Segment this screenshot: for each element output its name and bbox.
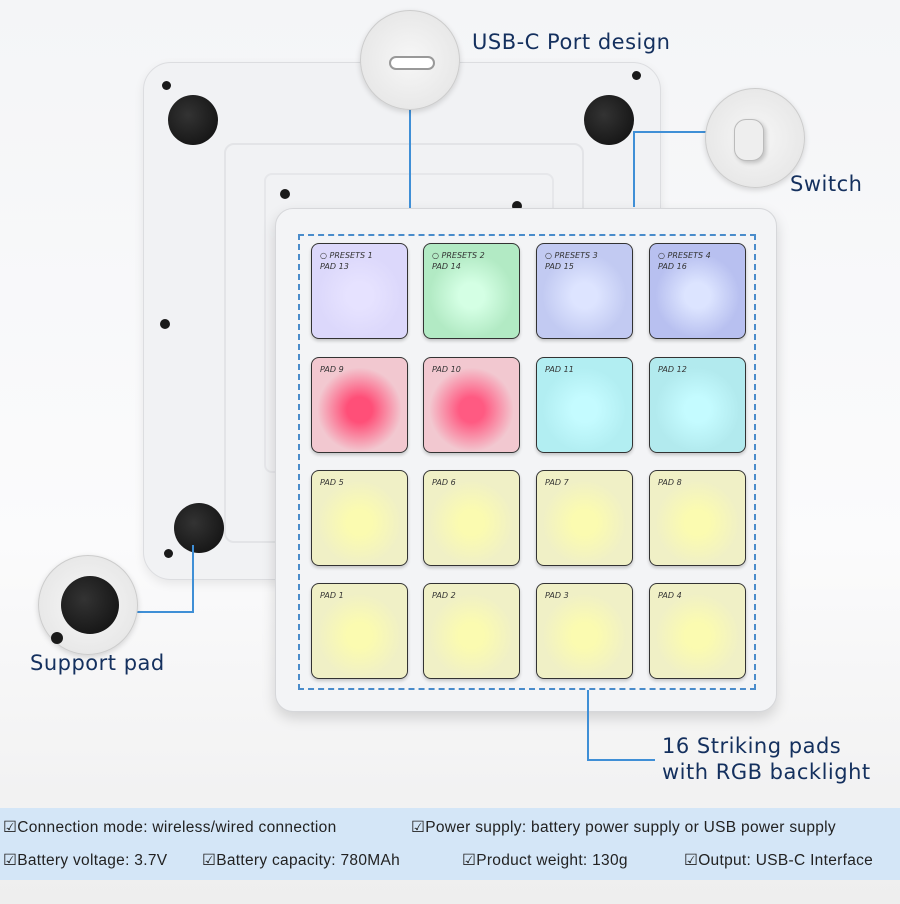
spec-output: ☑Output: USB-C Interface bbox=[684, 852, 874, 869]
pad-label: PAD 12 bbox=[658, 365, 687, 374]
preset-label: ○ PRESETS 4 bbox=[658, 251, 711, 260]
pad-pad-11[interactable]: PAD 11 bbox=[536, 357, 633, 453]
pad-pad-4[interactable]: PAD 4 bbox=[649, 583, 746, 679]
pad-pad-5[interactable]: PAD 5 bbox=[311, 470, 408, 566]
preset-label: ○ PRESETS 2 bbox=[432, 251, 485, 260]
pad-pad-15[interactable]: ○ PRESETS 3 PAD 15 bbox=[536, 243, 633, 339]
spec-weight: ☑Product weight: 130g bbox=[462, 852, 628, 869]
pad-label: PAD 4 bbox=[658, 591, 682, 600]
switch-callout bbox=[705, 88, 805, 188]
pad-label: PAD 8 bbox=[658, 478, 682, 487]
pad-pad-1[interactable]: PAD 1 bbox=[311, 583, 408, 679]
pad-pad-10[interactable]: PAD 10 bbox=[423, 357, 520, 453]
pad-label: PAD 11 bbox=[545, 365, 574, 374]
pad-label: PAD 15 bbox=[545, 262, 574, 271]
switch-label: Switch bbox=[790, 172, 863, 196]
pad-label: PAD 14 bbox=[432, 262, 461, 271]
spec-connection: ☑Connection mode: wireless/wired connect… bbox=[3, 819, 337, 836]
pad-pad-3[interactable]: PAD 3 bbox=[536, 583, 633, 679]
spec-power: ☑Power supply: battery power supply or U… bbox=[411, 819, 836, 836]
preset-label: ○ PRESETS 1 bbox=[320, 251, 373, 260]
pad-label: PAD 9 bbox=[320, 365, 344, 374]
spec-voltage: ☑Battery voltage: 3.7V bbox=[3, 852, 168, 869]
rubber-foot bbox=[168, 95, 218, 145]
spec-capacity: ☑Battery capacity: 780MAh bbox=[202, 852, 401, 869]
pad-label: PAD 5 bbox=[320, 478, 344, 487]
pad-area-outline bbox=[298, 234, 756, 690]
pads-label-2: with RGB backlight bbox=[662, 760, 871, 784]
usb-port-callout bbox=[360, 10, 460, 110]
pad-pad-6[interactable]: PAD 6 bbox=[423, 470, 520, 566]
pad-label: PAD 7 bbox=[545, 478, 569, 487]
pads-label-1: 16 Striking pads bbox=[662, 734, 842, 758]
pad-pad-14[interactable]: ○ PRESETS 2 PAD 14 bbox=[423, 243, 520, 339]
pad-label: PAD 1 bbox=[320, 591, 344, 600]
pad-label: PAD 16 bbox=[658, 262, 687, 271]
pad-label: PAD 13 bbox=[320, 262, 349, 271]
spec-band: ☑Connection mode: wireless/wired connect… bbox=[0, 808, 900, 880]
usb-port-label: USB-C Port design bbox=[472, 30, 671, 54]
pad-pad-7[interactable]: PAD 7 bbox=[536, 470, 633, 566]
rubber-foot bbox=[174, 503, 224, 553]
pad-label: PAD 3 bbox=[545, 591, 569, 600]
pad-pad-16[interactable]: ○ PRESETS 4 PAD 16 bbox=[649, 243, 746, 339]
pad-label: PAD 2 bbox=[432, 591, 456, 600]
support-pad-label: Support pad bbox=[30, 651, 165, 675]
pad-pad-13[interactable]: ○ PRESETS 1 PAD 13 bbox=[311, 243, 408, 339]
pad-pad-2[interactable]: PAD 2 bbox=[423, 583, 520, 679]
pad-label: PAD 10 bbox=[432, 365, 461, 374]
preset-label: ○ PRESETS 3 bbox=[545, 251, 598, 260]
pad-pad-12[interactable]: PAD 12 bbox=[649, 357, 746, 453]
rubber-foot bbox=[584, 95, 634, 145]
pad-label: PAD 6 bbox=[432, 478, 456, 487]
support-pad-callout bbox=[38, 555, 138, 655]
pad-pad-9[interactable]: PAD 9 bbox=[311, 357, 408, 453]
pad-pad-8[interactable]: PAD 8 bbox=[649, 470, 746, 566]
